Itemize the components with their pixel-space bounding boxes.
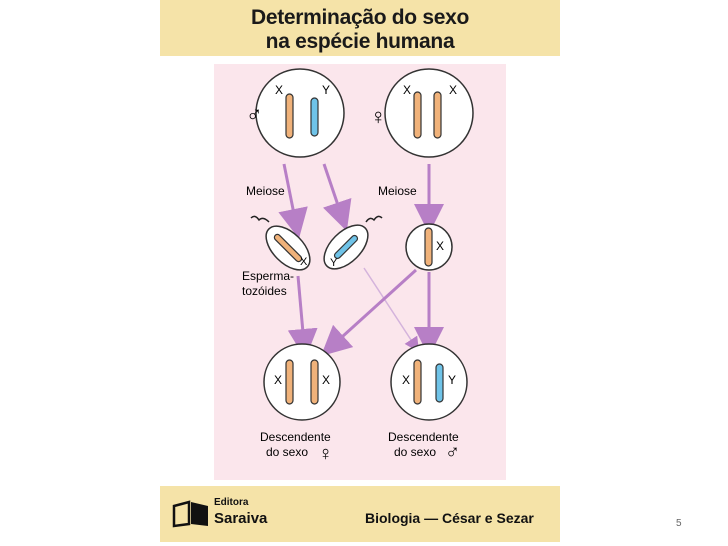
label-x: X — [436, 239, 444, 253]
meiose-label-female: Meiose — [378, 184, 417, 198]
publisher-line-2: Saraiva — [214, 510, 268, 527]
x-chromosome — [433, 91, 442, 139]
fertilization-arrows — [287, 267, 444, 359]
page-number: 5 — [676, 518, 682, 529]
spermatozoa-label-2: tozóides — [242, 284, 287, 298]
male-parent-cell: X Y — [255, 68, 345, 158]
label-x: X — [449, 83, 457, 97]
label-x: X — [274, 373, 282, 387]
offspring-female-label-2: do sexo — [266, 445, 308, 459]
label-y: Y — [322, 83, 330, 97]
publisher-line-1: Editora — [214, 497, 249, 508]
meiosis-arrows — [278, 163, 444, 239]
book-logo-icon — [172, 500, 208, 528]
offspring-male-label-1: Descendente — [388, 430, 459, 444]
label-x: X — [403, 83, 411, 97]
x-chromosome — [285, 93, 294, 139]
male-symbol: ♂ — [246, 101, 263, 126]
male-offspring-cell: X Y — [390, 343, 468, 421]
female-offspring-cell: X X — [263, 343, 341, 421]
footer-band: Editora Saraiva Biologia — César e Sezar — [160, 486, 560, 542]
label-x: X — [402, 373, 410, 387]
sperm-x: X — [250, 215, 311, 271]
female-symbol: ♀ — [318, 443, 333, 465]
sex-determination-diagram: X Y ♂ X X ♀ Meiose Meiose X — [214, 64, 506, 480]
diagram-svg: X Y ♂ X X ♀ Meiose Meiose X — [242, 68, 474, 465]
y-chromosome — [310, 97, 319, 137]
title-band: Determinação do sexo na espécie humana — [160, 0, 560, 56]
meiose-label-male: Meiose — [246, 184, 285, 198]
offspring-male-label-2: do sexo — [394, 445, 436, 459]
x-chromosome — [413, 91, 422, 139]
label-y: Y — [448, 373, 456, 387]
label-x: X — [275, 83, 283, 97]
book-title: Biologia — César e Sezar — [365, 510, 534, 526]
x-chromosome — [285, 359, 294, 405]
egg-cell: X — [405, 223, 453, 271]
female-parent-cell: X X — [384, 68, 474, 158]
title-line-1: Determinação do sexo — [250, 6, 470, 29]
label-x: X — [322, 373, 330, 387]
male-symbol: ♂ — [445, 441, 460, 463]
sperm-y: Y — [323, 215, 383, 270]
female-symbol: ♀ — [370, 104, 387, 129]
label-y: Y — [330, 257, 338, 269]
x-chromosome — [310, 359, 319, 405]
title-line-2: na espécie humana — [265, 30, 455, 53]
x-chromosome — [413, 359, 422, 405]
offspring-female-label-1: Descendente — [260, 430, 331, 444]
label-x: X — [300, 256, 308, 268]
spermatozoa-label-1: Esperma- — [242, 269, 294, 283]
y-chromosome — [435, 363, 444, 403]
